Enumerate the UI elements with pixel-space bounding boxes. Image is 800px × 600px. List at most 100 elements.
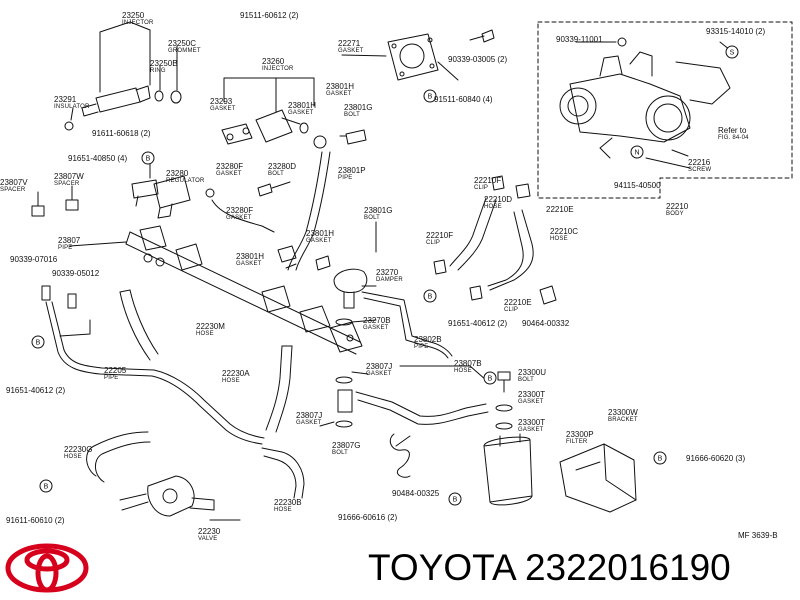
- part-code: 23801G: [344, 103, 373, 112]
- part-description: HOSE: [454, 368, 472, 374]
- part-description: BRACKET: [608, 417, 638, 423]
- throttle-body-22210: [559, 37, 731, 169]
- part-label: 22210E: [546, 206, 574, 214]
- marker-b-text: B: [428, 94, 433, 101]
- part-label: 90339-05012: [52, 270, 99, 278]
- part-label: 94115-40500: [614, 182, 661, 190]
- bolt-90339-03005: [469, 29, 495, 43]
- part-code: 23807J: [366, 362, 393, 371]
- part-code: 22210C: [550, 227, 579, 236]
- part-code: 90464-00332: [522, 319, 570, 328]
- part-code: 90484-00325: [392, 489, 440, 498]
- part-label: 90464-00332: [522, 320, 569, 328]
- hose-22230A: [265, 345, 283, 431]
- part-description: HOSE: [274, 507, 292, 513]
- part-description: INJECTOR: [122, 20, 154, 26]
- part-code: 23293: [210, 97, 233, 106]
- part-code: 22230A: [222, 369, 250, 378]
- marker-b: [423, 289, 437, 303]
- part-code: 22230: [198, 527, 221, 536]
- part-code: 23250: [122, 11, 145, 20]
- part-description: GASKET: [306, 238, 332, 244]
- part-code: 94115-40500: [614, 181, 661, 190]
- part-code: 23801G: [364, 206, 393, 215]
- valve-22230: [119, 475, 215, 517]
- damper-23270: [333, 268, 368, 326]
- part-code: 23807J: [296, 411, 323, 420]
- part-label: 93315-14010 (2): [706, 28, 765, 36]
- marker-b: [31, 335, 45, 349]
- part-label: 91511-60612 (2): [240, 12, 299, 20]
- part-code: 23270: [376, 268, 399, 277]
- part-code: 22230B: [274, 498, 302, 507]
- part-code: 93315-14010 (2): [706, 27, 766, 36]
- part-description: REGULATOR: [166, 178, 205, 184]
- part-label: 90484-00325: [392, 490, 439, 498]
- marker-b-text: B: [44, 484, 49, 491]
- part-label: 91651-40612 (2): [6, 387, 65, 395]
- filter-23300P: [483, 433, 533, 506]
- part-code: 90339-05012: [52, 269, 100, 278]
- spacer-23807W: [65, 199, 79, 211]
- part-code: 23801H: [236, 252, 265, 261]
- part-description: GASKET: [210, 106, 236, 112]
- part-code: 23801H: [288, 101, 317, 110]
- part-description: RING: [150, 68, 166, 74]
- marker-b-text: B: [453, 497, 458, 504]
- part-label: 91611-60618 (2): [92, 130, 151, 138]
- marker-b: [653, 451, 667, 465]
- part-code: 23807W: [54, 172, 84, 181]
- part-code: 91666-60616 (2): [338, 513, 398, 522]
- part-description: SPACER: [0, 187, 26, 193]
- plug-90339-07016: [41, 285, 51, 301]
- part-code: 23280F: [226, 206, 254, 215]
- part-description: FIG. 84-04: [718, 135, 749, 141]
- part-code: 23270B: [363, 316, 391, 325]
- part-label: 90339-11001: [556, 36, 603, 44]
- part-code: 91666-60620 (3): [686, 454, 746, 463]
- part-description: INSULATOR: [54, 104, 90, 110]
- regulator-23280: [131, 175, 291, 219]
- part-description: CLIP: [474, 185, 489, 191]
- part-code: 23280: [166, 169, 189, 178]
- part-description: GROMMET: [168, 48, 201, 54]
- part-description: GASKET: [296, 420, 322, 426]
- part-code: 23807: [58, 236, 81, 245]
- part-code: 23802B: [414, 335, 442, 344]
- pipe-23280F: [211, 199, 275, 233]
- part-description: HOSE: [196, 331, 214, 337]
- part-code: 91611-60610 (2): [6, 516, 65, 525]
- part-label: 91511-60840 (4): [434, 96, 493, 104]
- part-code: 22205: [104, 366, 127, 375]
- part-description: GASKET: [236, 261, 262, 267]
- marker-s: [725, 45, 739, 59]
- part-description: CLIP: [504, 307, 519, 313]
- part-description: GASKET: [338, 48, 364, 54]
- part-description: PIPE: [58, 245, 73, 251]
- injector-23250: [64, 85, 182, 131]
